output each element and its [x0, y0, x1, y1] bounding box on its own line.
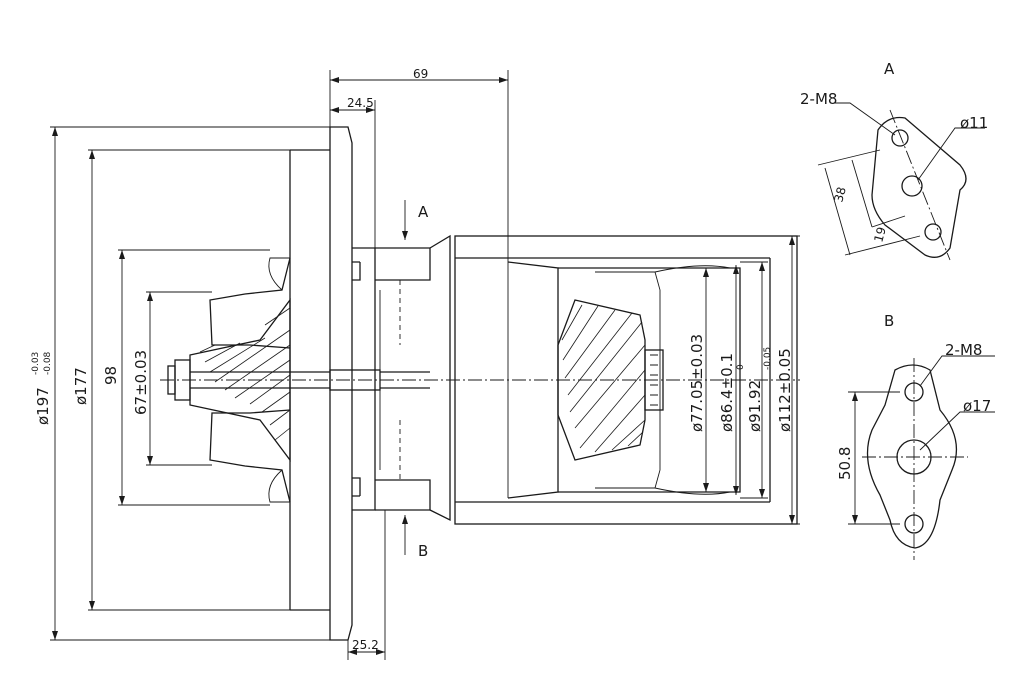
view-b-title: B [884, 312, 894, 330]
view-b-thread: 2-M8 [945, 341, 982, 359]
view-a-thread: 2-M8 [800, 90, 837, 108]
view-a-hole: ø11 [960, 114, 988, 132]
dim-compressor-86: ø86.4±0.1 [718, 353, 736, 432]
view-b-flange [848, 355, 995, 560]
section-marker-a: A [418, 203, 429, 221]
back-plate-section [289, 126, 376, 641]
dim-overall-length: 69 [413, 67, 428, 81]
view-a-dim-38: 38 [831, 185, 848, 203]
top-dimension-lines [329, 70, 509, 660]
dim-compressor-91-upper: 0 [736, 364, 746, 370]
dim-outer-tol-upper: -0.03 [31, 352, 41, 375]
dim-compressor-112: ø112±0.05 [776, 348, 794, 432]
section-marker-b: B [418, 542, 428, 560]
dim-flange-width: 24.5 [347, 96, 374, 110]
dim-compressor-91-lower: -0.05 [763, 347, 773, 370]
dim-compressor-77: ø77.05±0.03 [688, 334, 706, 432]
dim-outer-tol-lower: -0.08 [43, 351, 53, 375]
dim-compressor-91: ø91.92 [746, 380, 764, 432]
dim-67: 67±0.03 [132, 350, 150, 415]
dim-98: 98 [102, 366, 120, 385]
dim-177: ø177 [72, 367, 90, 405]
dim-outer-diameter: ø197 [34, 387, 52, 425]
left-dimension-lines [50, 126, 330, 641]
dim-base-flange-width: 25.2 [352, 638, 379, 652]
compressor-wheel [557, 299, 664, 461]
view-a-title: A [884, 60, 895, 78]
view-b-hole: ø17 [963, 397, 991, 415]
right-dimension-lines [660, 235, 800, 525]
view-b-dim-50: 50.8 [836, 447, 854, 480]
view-a-flange [817, 102, 985, 261]
view-a-dim-19: 19 [871, 225, 888, 243]
centre-body [375, 234, 451, 522]
section-arrows [402, 200, 408, 555]
